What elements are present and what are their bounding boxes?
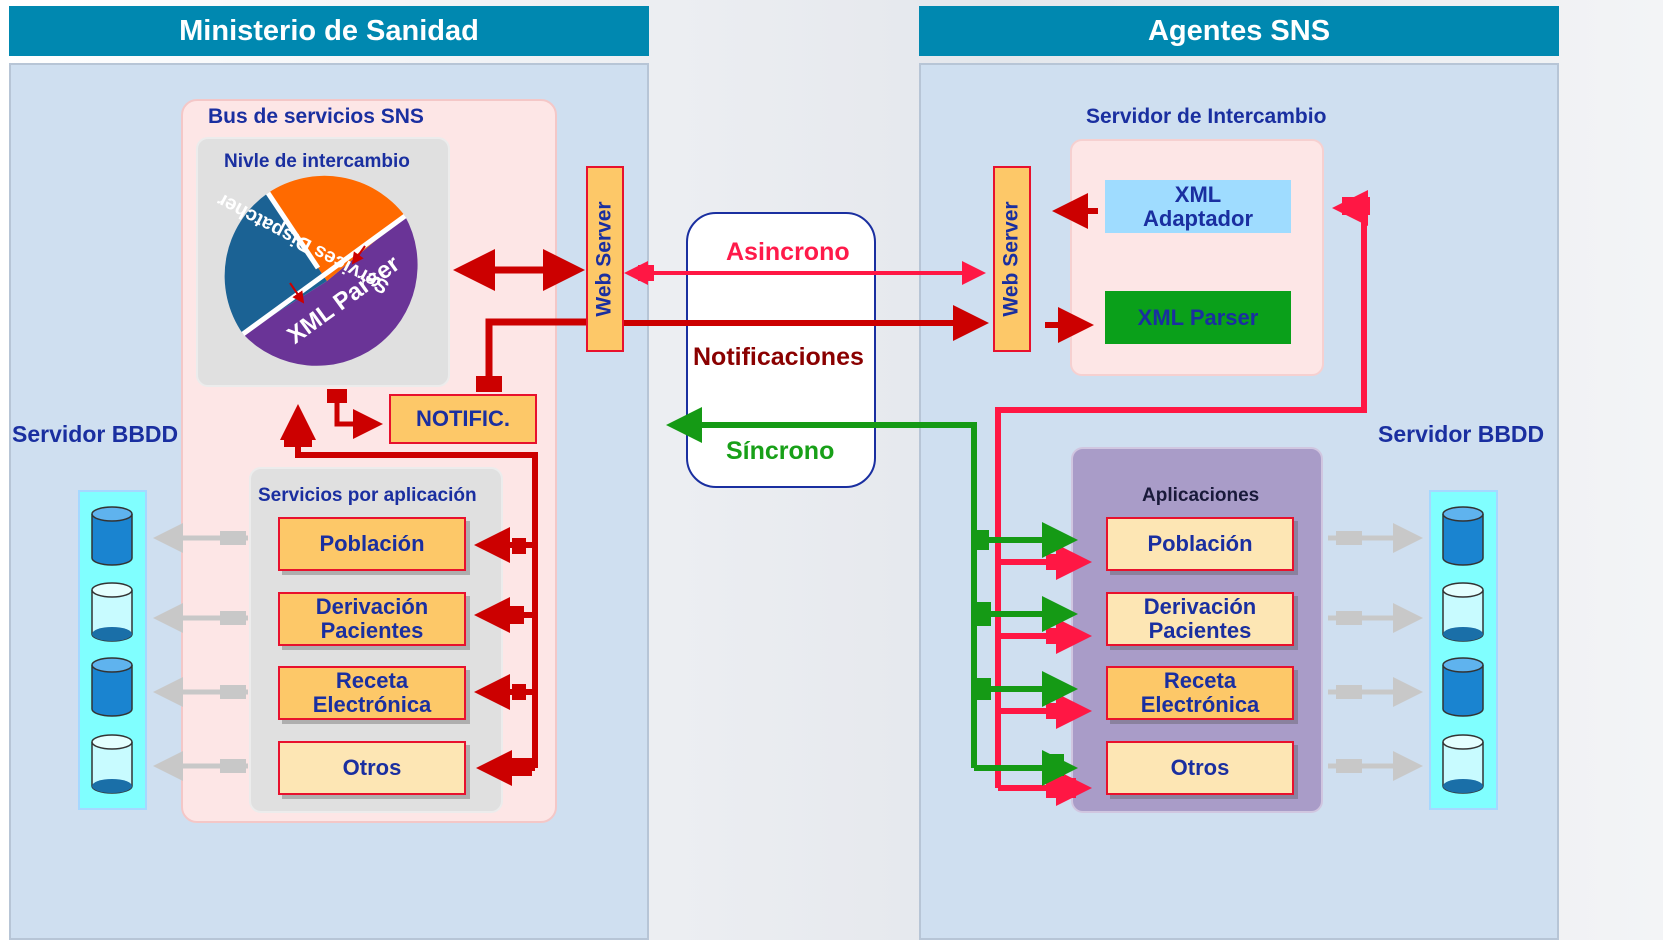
database-icon: [91, 506, 133, 566]
notific-box: NOTIFIC.: [389, 394, 537, 444]
pie-divider-2: [265, 191, 321, 270]
notific-connection: [327, 318, 586, 439]
xml-parser-box: XML Parser: [1105, 291, 1291, 344]
database-icon: [91, 582, 133, 642]
database-icon: [1442, 506, 1484, 566]
sync-green-trunk: [666, 407, 1078, 786]
database-icon: [1442, 657, 1484, 717]
right-pink-loop: [995, 190, 1370, 806]
pie-dispatcher-orange-slice: [268, 175, 405, 281]
services-pie: Services Dispatcher XML Parser: [213, 175, 418, 366]
header-left: Ministerio de Sanidad: [9, 6, 649, 56]
right-db-cylinders: [1442, 506, 1484, 794]
right-db-arrows: [1328, 523, 1423, 781]
flow-box: [686, 212, 876, 488]
right-web-server: Web Server: [993, 166, 1031, 352]
database-icon: [1442, 582, 1484, 642]
left-services-trunk: [280, 404, 538, 786]
database-icon: [1442, 734, 1484, 794]
services-by-app-title: Servicios por aplicación: [258, 485, 477, 506]
app-otros: Otros: [1106, 741, 1294, 795]
app-poblacion: Población: [1106, 517, 1294, 571]
app-receta: Receta Electrónica: [1106, 666, 1294, 720]
pie-dispatcher-blue-slice: [224, 193, 327, 334]
database-icon: [91, 734, 133, 794]
left-web-server: Web Server: [586, 166, 624, 352]
app-derivacion: Derivación Pacientes: [1106, 592, 1294, 646]
service-derivacion: Derivación Pacientes: [278, 592, 466, 646]
pie-arrow-1: [351, 245, 366, 265]
exchange-level-title: Nivle de intercambio: [224, 151, 410, 172]
bus-title: Bus de servicios SNS: [208, 105, 424, 128]
pie-divider: [241, 213, 407, 337]
right-db-label: Servidor BBDD: [1378, 421, 1545, 447]
pie-arrow-2: [289, 282, 305, 304]
left-db-label: Servidor BBDD: [12, 421, 179, 447]
left-db-arrows: [153, 523, 248, 781]
sync-label: Síncrono: [726, 437, 835, 465]
header-right: Agentes SNS: [919, 6, 1559, 56]
exchange-server-title: Servidor de Intercambio: [1086, 105, 1327, 128]
async-arrow: [624, 261, 986, 285]
async-label: Asincrono: [726, 238, 850, 266]
service-poblacion: Población: [278, 517, 466, 571]
left-bus-web-arrow: [453, 249, 585, 291]
service-receta: Receta Electrónica: [278, 666, 466, 720]
notifications-label: Notificaciones: [693, 343, 864, 371]
left-db-cylinders: [91, 506, 133, 794]
xml-adapter-box: XML Adaptador: [1105, 180, 1291, 233]
service-otros: Otros: [278, 741, 466, 795]
applications-title: Aplicaciones: [1142, 485, 1260, 506]
pie-parser-slice: [243, 216, 418, 366]
database-icon: [91, 657, 133, 717]
